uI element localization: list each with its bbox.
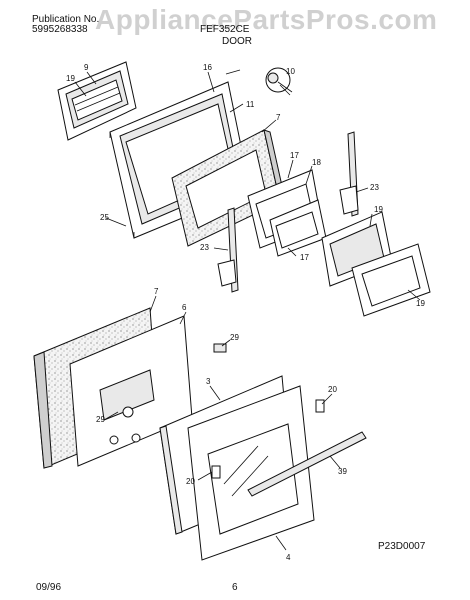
footer-date: 09/96 bbox=[36, 582, 62, 593]
callout-7-top: 7 bbox=[276, 113, 281, 122]
callout-12: 16 bbox=[203, 63, 212, 72]
door-hinge-left bbox=[217, 207, 239, 293]
pin bbox=[225, 69, 241, 75]
publication-label: Publication No. bbox=[32, 14, 100, 25]
section-title: DOOR bbox=[222, 36, 252, 47]
callout-19: 19 bbox=[374, 205, 383, 214]
callout-7-bottom: 7 bbox=[154, 287, 159, 296]
window-gasket bbox=[351, 243, 431, 317]
callout-20-right: 20 bbox=[328, 385, 337, 394]
door-hinge-right bbox=[339, 131, 359, 217]
publication-number: 5995268338 bbox=[32, 24, 88, 35]
door-handle bbox=[211, 399, 367, 497]
model-number: FEF352CE bbox=[200, 24, 250, 35]
callout-3: 3 bbox=[206, 377, 211, 386]
callout-25: 25 bbox=[100, 213, 109, 222]
callout-23-right: 23 bbox=[370, 183, 379, 192]
callout-4: 4 bbox=[286, 553, 291, 562]
inner-door-frame bbox=[57, 61, 137, 141]
callout-18-bottom: 19 bbox=[416, 299, 425, 308]
callout-10: 10 bbox=[286, 67, 295, 76]
page-number: 6 bbox=[232, 582, 238, 593]
callout-16-bottom: 17 bbox=[300, 253, 309, 262]
callout-29-bottom: 29 bbox=[96, 415, 105, 424]
callout-9: 9 bbox=[84, 63, 89, 72]
callout-20-left: 20 bbox=[186, 477, 195, 486]
leader-lines bbox=[74, 71, 421, 551]
watermark: AppliancePartsPros.com bbox=[95, 4, 438, 35]
callout-29-top: 29 bbox=[230, 333, 239, 342]
callout-16-top: 17 bbox=[290, 151, 299, 160]
callout-17: 18 bbox=[312, 158, 321, 167]
outer-door-glass bbox=[187, 385, 315, 561]
screw bbox=[265, 67, 293, 96]
callout-39: 39 bbox=[338, 467, 347, 476]
bumper bbox=[213, 343, 227, 353]
callout-18-top: 19 bbox=[66, 74, 75, 83]
callout-11: 11 bbox=[246, 100, 255, 109]
drawing-code: P23D0007 bbox=[378, 541, 426, 552]
window-pack bbox=[247, 169, 327, 257]
callout-6: 6 bbox=[182, 303, 187, 312]
callout-23-left: 23 bbox=[200, 243, 209, 252]
